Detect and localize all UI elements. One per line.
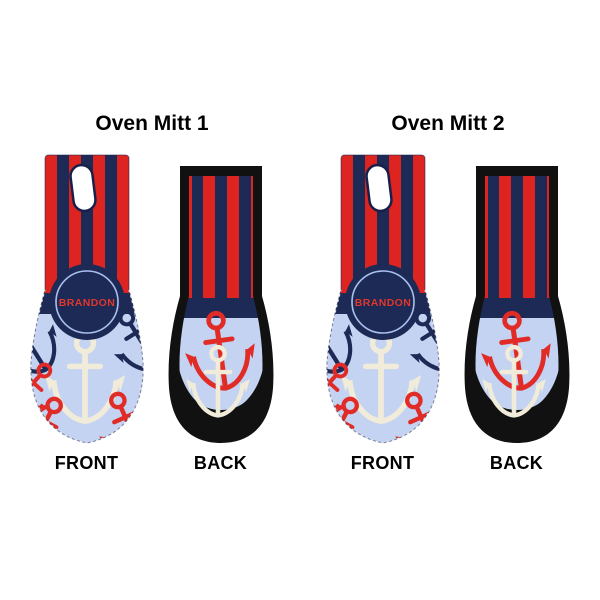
view-label-back: BACK bbox=[489, 453, 544, 473]
front-view-figure: BRANDON FRONT bbox=[321, 152, 445, 474]
back-view-figure: BACK bbox=[162, 160, 280, 474]
front-view-figure: BRANDON FRONT bbox=[25, 152, 149, 474]
product-title: Oven Mitt 2 bbox=[391, 112, 505, 135]
oven-mitt-2-front-image: BRANDON bbox=[321, 152, 445, 448]
mitt-row: BRANDON FRONT BACK bbox=[321, 152, 576, 474]
oven-mitt-2-group: Oven Mitt 2 BRANDON FRONT BACK bbox=[300, 112, 596, 474]
mitt-row: BRANDON FRONT BACK bbox=[25, 152, 280, 474]
oven-mitt-1-front-image: BRANDON bbox=[25, 152, 149, 448]
oven-mitt-1-group: Oven Mitt 1 BRANDON FRONT BACK bbox=[4, 112, 300, 474]
view-label-front: FRONT bbox=[54, 453, 119, 473]
oven-mitt-back-graphic bbox=[168, 166, 273, 443]
monogram-text: BRANDON bbox=[58, 297, 114, 309]
monogram-text: BRANDON bbox=[354, 297, 410, 309]
oven-mitt-1-back-image bbox=[162, 160, 280, 448]
back-view-figure: BACK bbox=[458, 160, 576, 474]
view-label-front: FRONT bbox=[350, 453, 415, 473]
product-title: Oven Mitt 1 bbox=[95, 112, 209, 135]
oven-mitt-back-graphic bbox=[464, 166, 569, 443]
oven-mitt-2-back-image bbox=[458, 160, 576, 448]
view-label-back: BACK bbox=[193, 453, 248, 473]
